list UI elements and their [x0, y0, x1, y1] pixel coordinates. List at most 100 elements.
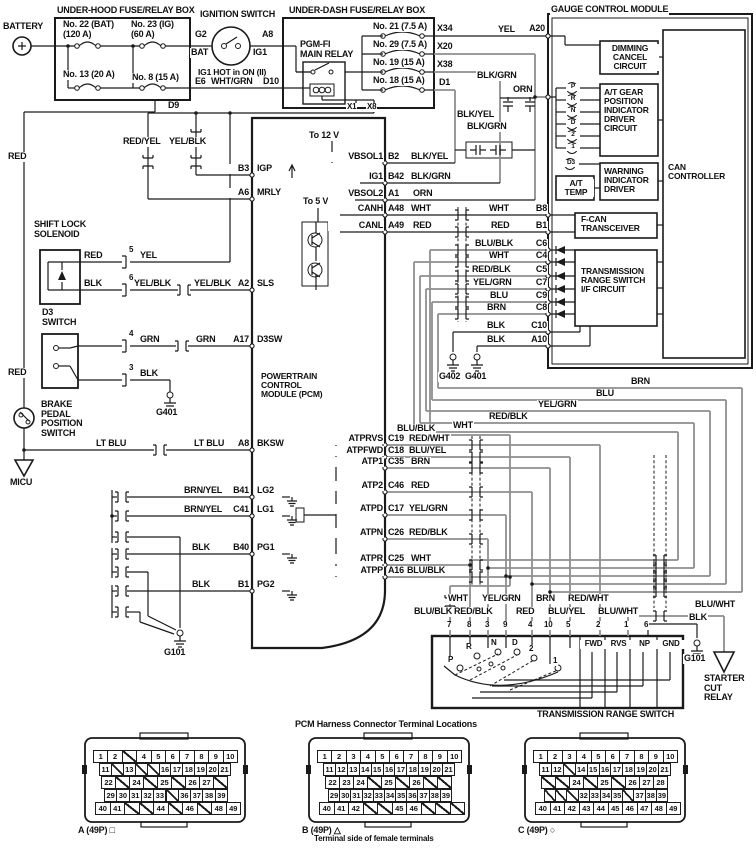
trs-wire-red: RED: [515, 606, 536, 617]
inline-connector-icon: [455, 226, 469, 238]
terminal-c-r4-c11: 39: [655, 789, 668, 802]
terminal-c-r1-c5: 5: [590, 750, 606, 763]
pin-mrly: MRLY: [256, 187, 282, 198]
pcm-title: POWERTRAIN CONTROL MODULE (PCM): [260, 371, 324, 400]
terminal-c-r3-c2: [555, 776, 570, 789]
pin-terminal-icon: [545, 212, 551, 218]
pin-terminal-icon: [249, 551, 255, 557]
terminal-a-r1-c8: 8: [193, 750, 210, 763]
pin-c18: C18: [387, 445, 405, 456]
wire-label-atp-red-blk: RED/BLK: [408, 527, 449, 538]
inline-connector-icon: [455, 283, 469, 295]
wire-label-mid-wht: WHT: [452, 420, 474, 431]
terminal-a-r1-c4: 4: [136, 750, 152, 763]
terminal-b-r1-c3: 3: [345, 750, 362, 763]
pin-c19: C19: [387, 433, 405, 444]
pin-b8: B8: [524, 203, 548, 214]
pin-x20: X20: [436, 41, 454, 52]
pin-terminal-icon: [382, 229, 388, 235]
terminal-b-r1-c5: 5: [374, 750, 390, 763]
terminal-c-r1-c10: 10: [662, 750, 678, 763]
wire-label-blk-grn-2: BLK/GRN: [466, 121, 508, 132]
terminal-b-r5-c10: [449, 802, 465, 815]
terminal-a-r4-c4: 32: [140, 789, 155, 802]
diode-icon: [556, 258, 565, 266]
trs-if-label: TRANSMISSION RANGE SWITCH I/F CIRCUIT: [580, 266, 647, 295]
pin-6: 6: [128, 273, 135, 283]
pin-vbsol1: VBSOL1: [328, 151, 384, 162]
ground-icon: [174, 636, 186, 648]
wire-label-grn-1: GRN: [139, 334, 161, 345]
pin-5: 5: [128, 245, 135, 255]
wire-label-wht-grn: WHT/GRN: [210, 76, 254, 87]
inline-connector-icon: [653, 570, 667, 582]
indicator-p: P: [566, 83, 580, 91]
diode-icon: [556, 310, 565, 318]
micu-label: MICU: [9, 477, 34, 488]
pin-a48: A48: [387, 203, 405, 214]
pin-atpp: ATPP: [326, 565, 384, 576]
diode-icon: [556, 298, 565, 306]
inline-connector-icon: [653, 562, 667, 574]
pin-bksw: BKSW: [256, 438, 285, 449]
terminal-c-r1-c9: 9: [648, 750, 664, 763]
trs-wire-red-wht: RED/WHT: [567, 593, 610, 604]
pin-a17: A17: [222, 334, 250, 345]
terminal-b-r2-c10: 20: [430, 763, 444, 776]
pin-terminal-icon: [545, 273, 551, 279]
trs-pin-4: 4: [527, 620, 534, 630]
pin-a16: A16: [387, 565, 405, 576]
terminal-b-r3-c4: [367, 776, 382, 789]
trs-col-np: NP: [630, 639, 659, 649]
terminal-a-r3-c1: 22: [101, 776, 116, 789]
pin-e6: E6: [194, 76, 207, 87]
pgm-fi-relay-label: PGM-FI MAIN RELAY: [299, 39, 355, 60]
terminal-a-r4-c2: 30: [116, 789, 130, 802]
indicator-n: N: [566, 107, 580, 115]
connectors-title: PCM Harness Connector Terminal Locations: [294, 719, 478, 730]
wire-label-c4-wht: WHT: [488, 250, 510, 261]
connector-half-icon: [122, 373, 127, 387]
underdash-box-title: UNDER-DASH FUSE/RELAY BOX: [288, 5, 427, 16]
wire-label-mid-blu: BLU: [595, 388, 615, 399]
wire-label-blk-yel-1: BLK/YEL: [456, 109, 496, 120]
terminal-b-r3-c9: [437, 776, 452, 789]
terminal-a-r4-c1: 29: [104, 789, 118, 802]
terminal-b-r3-c1: 22: [325, 776, 340, 789]
terminal-b-r5-c9: [435, 802, 451, 815]
pin-bat: BAT: [190, 47, 210, 58]
wire-label-c7-yel-grn: YEL/GRN: [472, 277, 513, 288]
underhood-box-title: UNDER-HOOD FUSE/RELAY BOX: [56, 5, 196, 16]
pin-a2: A2: [222, 278, 250, 289]
connector-a-label: A (49P) □: [77, 825, 116, 836]
pin-4: 4: [128, 329, 135, 339]
transistor-icon: [311, 262, 321, 278]
terminal-c-r5-c9: 48: [651, 802, 667, 815]
terminal-b-r1-c4: 4: [360, 750, 376, 763]
diode-icon: [556, 246, 565, 254]
wire-label-atp-blu-yel: BLU/YEL: [408, 445, 448, 456]
terminal-a-r2-c11: 21: [218, 763, 231, 776]
diagram-box: [430, 634, 685, 710]
pin-terminal-icon: [545, 329, 551, 335]
terminal-c-r5-c1: 40: [535, 802, 551, 815]
terminal-b-r5-c4: [362, 802, 378, 815]
terminal-a-r5-c5: 44: [153, 802, 169, 815]
pin-atpr: ATPR: [326, 553, 384, 564]
terminal-a-r3-c2: [115, 776, 130, 789]
terminal-a-r1-c6: 6: [165, 750, 181, 763]
pin-c10: C10: [522, 320, 548, 331]
terminal-b-r1-c9: 9: [432, 750, 448, 763]
terminal-a-r3-c7: 26: [185, 776, 200, 789]
fuse-23-label: No. 23 (IG) (60 A): [130, 19, 175, 40]
wire-label-c6-blu-blk: BLU/BLK: [474, 238, 515, 249]
trs-pin-1: 1: [623, 620, 630, 630]
trs-col-rvs: RVS: [605, 639, 632, 649]
inline-connector-icon: [653, 586, 667, 598]
pin-terminal-icon: [249, 494, 255, 500]
gauge-module-title: GAUGE CONTROL MODULE: [550, 4, 670, 15]
wire-label-atp-yel-grn: YEL/GRN: [408, 503, 449, 514]
wire-label-a1-orn: ORN: [412, 188, 434, 199]
